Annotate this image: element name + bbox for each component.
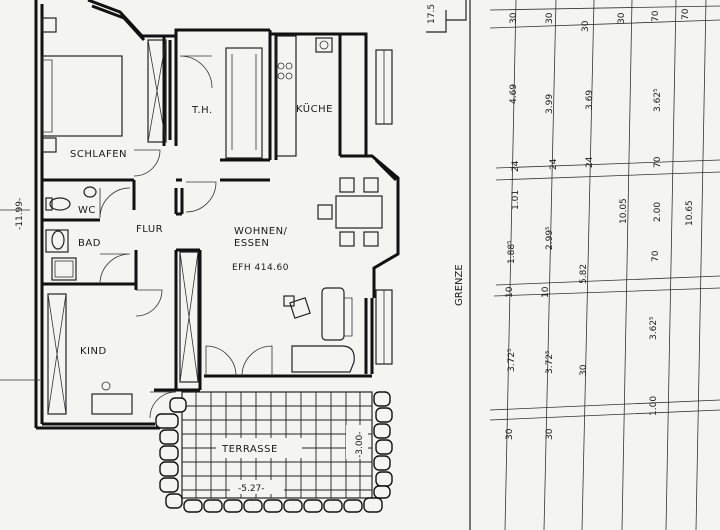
desk (91, 381, 133, 415)
dim-label: 10 (505, 286, 515, 298)
dim-label: 3.72⁵ (507, 348, 517, 372)
dim-label: 30 (617, 12, 627, 24)
room-labels: SCHLAFEN T.H. KÜCHE WC FLUR BAD WOHNEN/ … (70, 102, 333, 455)
bed (41, 17, 123, 153)
label-flur: FLUR (136, 224, 163, 235)
dim-label: 24 (511, 160, 521, 172)
label-bad: BAD (78, 238, 101, 249)
dim-label: 70 (653, 156, 663, 168)
dim-label: 70 (651, 10, 661, 22)
label-kind: KIND (80, 346, 107, 357)
dim-label: 1.88⁵ (507, 240, 517, 264)
fixtures (47, 35, 333, 415)
label-wc: WC (78, 205, 96, 216)
dim-terrace-width: -5.27- (238, 484, 265, 494)
dim-label: 30 (579, 364, 589, 376)
label-schlafen: SCHLAFEN (70, 149, 127, 160)
dim-col-d: 30 10.05 (617, 12, 629, 224)
dim-col-a: 30 4.69 24 1.01 1.88⁵ 10 3.72⁵ 30 (505, 12, 521, 440)
dim-label: 4.69 (509, 84, 519, 104)
label-th: T.H. (191, 105, 213, 116)
dim-terrace-depth: -3.00- (355, 431, 365, 458)
dining-table (317, 177, 383, 247)
dim-label: 3.99 (545, 94, 555, 114)
dim-label: 1.00 (649, 396, 659, 416)
dim-label: 1.01 (511, 190, 521, 210)
dim-label: 30 (545, 428, 555, 440)
dim-col-c: 30 3.69 24 5.82 30 (579, 20, 595, 376)
property-boundary: GRENZE (454, 0, 471, 530)
label-wohnen: WOHNEN/ (234, 226, 288, 237)
dim-label: 3.62⁵ (653, 88, 663, 112)
dim-label: 3.69 (585, 90, 595, 110)
stone-border (155, 391, 393, 513)
dim-label: 5.82 (579, 264, 589, 284)
dim-top-offset: 17.5 (427, 4, 437, 24)
label-efh: EFH 414.60 (232, 263, 289, 273)
dim-label: 24 (549, 158, 559, 170)
dim-col-b: 30 3.99 24 2.99⁵ 10 3.72⁵ 30 (541, 12, 559, 440)
dim-label: 30 (545, 12, 555, 24)
sofa (283, 287, 355, 373)
dim-label: 10 (541, 286, 551, 298)
dim-left-total: -11.99- (15, 198, 25, 230)
dim-col-f: 70 10.65 (681, 8, 695, 226)
bath-fixtures (45, 186, 97, 281)
dim-col-e: 70 3.62⁵ 70 2.00 70 3.62⁵ 1.00 (649, 10, 663, 416)
dim-label: 30 (509, 12, 519, 24)
doors (99, 55, 273, 419)
dim-label: 10.65 (685, 200, 695, 226)
dim-label: 2.00 (653, 202, 663, 222)
dim-label: 2.99⁵ (545, 226, 555, 250)
label-essen: ESSEN (234, 238, 269, 249)
windows (375, 49, 393, 365)
dim-label: 24 (585, 156, 595, 168)
plan-dimensions: -11.99- -5.27- -3.00- 17.5 (0, 0, 467, 494)
label-kueche: KÜCHE (296, 102, 333, 115)
dim-label: 3.62⁵ (649, 316, 659, 340)
terrace (181, 391, 373, 499)
dim-label: 30 (505, 428, 515, 440)
label-grenze: GRENZE (454, 264, 465, 306)
dim-label: 70 (681, 8, 691, 20)
label-terrasse: TERRASSE (221, 444, 278, 455)
interior-walls (40, 36, 270, 392)
dimension-chains: 30 4.69 24 1.01 1.88⁵ 10 3.72⁵ 30 30 3.9… (489, 0, 720, 530)
dim-label: 3.72⁵ (545, 350, 555, 374)
dim-label: 70 (651, 250, 661, 262)
dim-label: 30 (581, 20, 591, 32)
dim-label: 10.05 (619, 198, 629, 224)
